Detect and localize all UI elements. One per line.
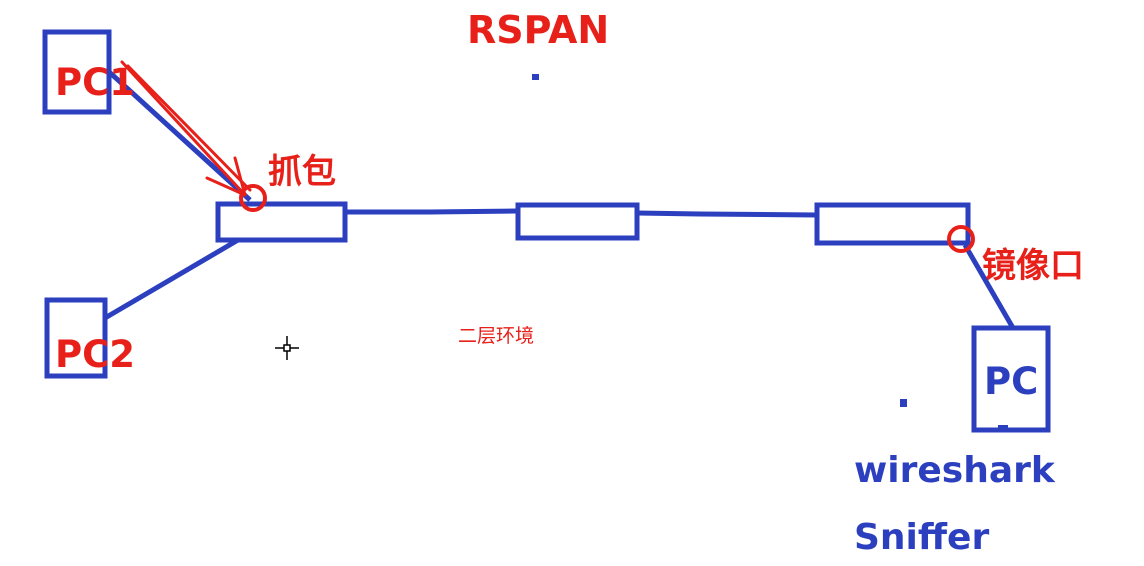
diagram-title: RSPAN	[467, 8, 609, 52]
switch-1	[215, 201, 348, 243]
switch-2	[515, 202, 640, 241]
pc-label: PC	[984, 360, 1038, 403]
link-switch3-pc	[962, 243, 1016, 330]
link-switch2-switch3	[636, 210, 818, 218]
pc2-box	[44, 297, 108, 379]
dot-top	[532, 74, 539, 80]
tool-wireshark-label: wireshark	[854, 450, 1056, 491]
dot-right	[900, 399, 907, 407]
capture-point-circle	[239, 184, 267, 212]
layer2-env-label: 二层环境	[458, 325, 534, 347]
mirror-port-label: 镜像口	[982, 246, 1084, 286]
mirror-port-circle	[947, 225, 975, 253]
dot-pc-bottom	[998, 425, 1008, 430]
pc2-label: PC2	[55, 333, 135, 376]
capture-arrow	[120, 60, 252, 197]
capture-label: 抓包	[268, 152, 336, 192]
switch-3	[814, 202, 971, 246]
tool-sniffer-label: Sniffer	[854, 517, 989, 558]
link-pc2-switch1	[103, 237, 240, 321]
link-pc1-switch1	[105, 68, 252, 202]
pc1-label: PC1	[55, 61, 135, 104]
crosshair-cursor-icon	[275, 336, 299, 360]
link-switch1-switch2	[345, 208, 519, 215]
